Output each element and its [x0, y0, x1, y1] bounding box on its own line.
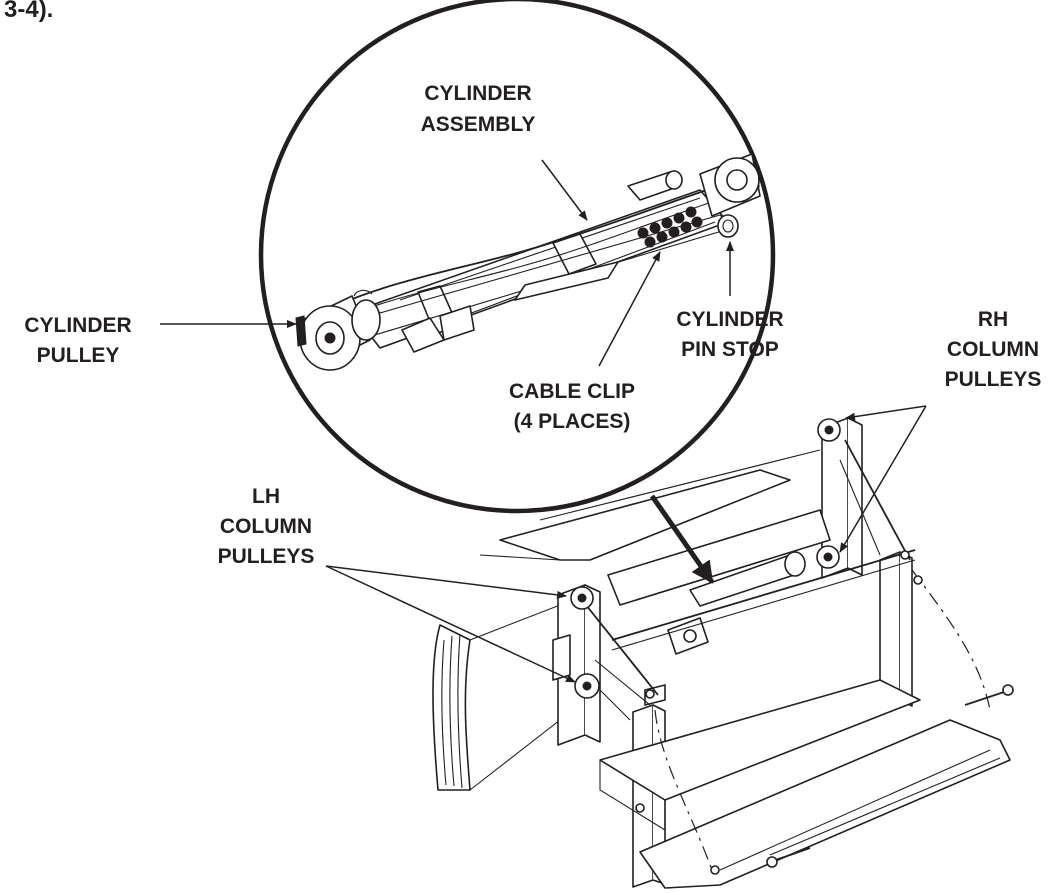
cylinder-assembly-label: CYLINDER ASSEMBLY [421, 82, 536, 136]
svg-text:COLUMN: COLUMN [220, 515, 312, 538]
svg-text:CYLINDER: CYLINDER [424, 82, 531, 105]
lh-column-pulley-lower [574, 673, 600, 699]
cable-clip-leader [598, 251, 661, 367]
cylinder-pin-stop-label: CYLINDER PIN STOP [676, 308, 783, 361]
lh-column-pulley-upper [570, 586, 594, 610]
cylinder-assembly-leader [541, 159, 588, 221]
cylinder-pulley-label: CYLINDER PULLEY [24, 314, 131, 367]
rh-lower-pulley-leader [839, 405, 927, 553]
cylinder-pulley [295, 289, 381, 371]
svg-text:PIN STOP: PIN STOP [681, 338, 779, 361]
svg-text:CABLE CLIP: CABLE CLIP [509, 380, 635, 403]
detail-pointer-arrow [649, 494, 715, 584]
cable-clips [637, 206, 703, 248]
svg-text:CYLINDER: CYLINDER [676, 308, 783, 331]
cable-clip-label: CABLE CLIP (4 PLACES) [509, 380, 635, 433]
svg-text:PULLEY: PULLEY [37, 344, 120, 367]
rh-column-pulley-lower [816, 545, 840, 569]
svg-text:(4 PLACES): (4 PLACES) [514, 410, 631, 433]
lh-column-pulleys-label: LH COLUMN PULLEYS [218, 485, 315, 568]
svg-text:RH: RH [978, 308, 1008, 331]
svg-text:ASSEMBLY: ASSEMBLY [421, 113, 536, 136]
svg-text:PULLEYS: PULLEYS [218, 545, 315, 568]
lh-lower-pulley-leader [325, 565, 576, 683]
svg-text:LH: LH [252, 485, 280, 508]
rh-column-pulleys-label: RH COLUMN PULLEYS [945, 308, 1042, 391]
lh-upper-pulley-leader [325, 565, 567, 599]
heading-fragment: 3-4). [4, 0, 53, 23]
svg-text:PULLEYS: PULLEYS [945, 368, 1042, 391]
cylinder-assembly-detail [295, 153, 761, 371]
rh-column-pulley-upper [817, 418, 841, 442]
cylinder-pin-stop [717, 214, 739, 238]
rh-upper-pulley-leader [845, 405, 927, 421]
svg-text:COLUMN: COLUMN [947, 338, 1039, 361]
svg-text:CYLINDER: CYLINDER [24, 314, 131, 337]
